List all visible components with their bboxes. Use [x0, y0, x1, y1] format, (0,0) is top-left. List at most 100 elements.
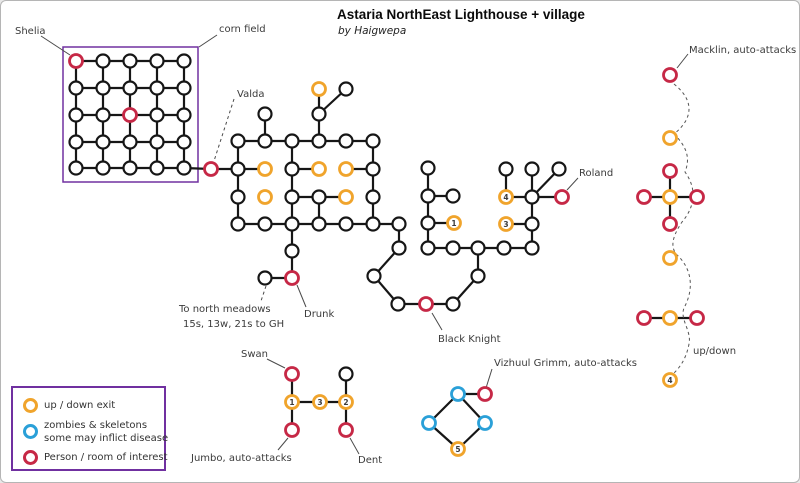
- map-label: Dent: [358, 455, 382, 466]
- room-node-yellow: [257, 189, 273, 205]
- map-label: up/down: [693, 346, 736, 357]
- room-node: [284, 216, 300, 232]
- label-pointer-line: [676, 53, 689, 69]
- room-node: [496, 240, 512, 256]
- room-node: [257, 106, 273, 122]
- exit-number: 3: [503, 220, 508, 229]
- room-node-yellow: [338, 189, 354, 205]
- zombie-room-icon: [23, 424, 38, 439]
- room-node: [311, 106, 327, 122]
- room-node: [68, 80, 84, 96]
- room-node: [445, 296, 461, 312]
- room-node: [68, 107, 84, 123]
- map-label: corn field: [219, 24, 266, 35]
- room-node: [95, 53, 111, 69]
- room-node: [470, 240, 486, 256]
- room-node: [338, 133, 354, 149]
- room-node: [365, 189, 381, 205]
- room-node: [524, 161, 540, 177]
- room-node-red: [636, 189, 652, 205]
- map-label: 15s, 13w, 21s to GH: [183, 319, 284, 330]
- room-node-yellow: [498, 189, 514, 205]
- room-node-red: [554, 189, 570, 205]
- room-node: [420, 160, 436, 176]
- label-pointer-line: [431, 312, 443, 331]
- room-node-blue: [421, 415, 437, 431]
- label-pointer-line: [260, 285, 267, 302]
- exit-number: 2: [343, 398, 348, 407]
- map-label: Black Knight: [438, 334, 501, 345]
- room-node-yellow: [662, 189, 678, 205]
- map-label: Jumbo, auto-attacks: [190, 453, 292, 464]
- room-node: [176, 160, 192, 176]
- room-node: [149, 107, 165, 123]
- legend-person-label: Person / room of interest: [44, 452, 168, 463]
- person-room-icon: [23, 450, 38, 465]
- room-node-yellow: [662, 372, 678, 388]
- room-node-yellow: [338, 394, 354, 410]
- room-node: [390, 296, 406, 312]
- map-label: Swan: [241, 349, 268, 360]
- room-node: [284, 161, 300, 177]
- room-node: [524, 216, 540, 232]
- room-node: [311, 216, 327, 232]
- room-node: [95, 80, 111, 96]
- room-node-red: [477, 386, 493, 402]
- room-node: [498, 161, 514, 177]
- room-node: [365, 133, 381, 149]
- room-node-red: [689, 189, 705, 205]
- room-node: [338, 81, 354, 97]
- room-node: [176, 107, 192, 123]
- room-node-yellow: [662, 250, 678, 266]
- room-node: [284, 243, 300, 259]
- label-pointer-line: [40, 35, 71, 56]
- room-node-red: [662, 163, 678, 179]
- exit-number: 4: [667, 376, 672, 385]
- room-node-yellow: [498, 216, 514, 232]
- room-node-yellow: [311, 161, 327, 177]
- room-node: [365, 161, 381, 177]
- room-node: [551, 161, 567, 177]
- room-node: [122, 53, 138, 69]
- room-node: [230, 133, 246, 149]
- room-node: [176, 53, 192, 69]
- room-node-yellow: [257, 161, 273, 177]
- room-node-yellow: [338, 161, 354, 177]
- room-node: [365, 216, 381, 232]
- room-node: [391, 216, 407, 232]
- room-node: [257, 270, 273, 286]
- label-pointer-line: [296, 284, 307, 308]
- room-node-red: [689, 310, 705, 326]
- room-node-red: [636, 310, 652, 326]
- exit-number: 3: [317, 398, 322, 407]
- map-label: Macklin, auto-attacks: [689, 45, 796, 56]
- room-node: [338, 366, 354, 382]
- room-node: [149, 134, 165, 150]
- room-node: [122, 134, 138, 150]
- room-node: [391, 240, 407, 256]
- room-node: [470, 268, 486, 284]
- room-node-person: [122, 107, 138, 123]
- room-node: [176, 134, 192, 150]
- room-node: [68, 160, 84, 176]
- exit-number: 1: [289, 398, 294, 407]
- corn-field-border: [62, 46, 199, 183]
- room-node: [257, 133, 273, 149]
- room-node-blue: [450, 386, 466, 402]
- room-node: [284, 189, 300, 205]
- exit-number: 4: [503, 193, 508, 202]
- room-node-red: [662, 216, 678, 232]
- room-node: [366, 268, 382, 284]
- room-node: [68, 134, 84, 150]
- room-node-yellow: [311, 81, 327, 97]
- room-node-person: [68, 53, 84, 69]
- legend-updown-label: up / down exit: [44, 400, 116, 411]
- label-pointer-line: [213, 98, 235, 162]
- room-node: [122, 160, 138, 176]
- room-node: [524, 240, 540, 256]
- room-node: [149, 80, 165, 96]
- room-node-yellow: [662, 130, 678, 146]
- label-pointer-line: [485, 368, 493, 389]
